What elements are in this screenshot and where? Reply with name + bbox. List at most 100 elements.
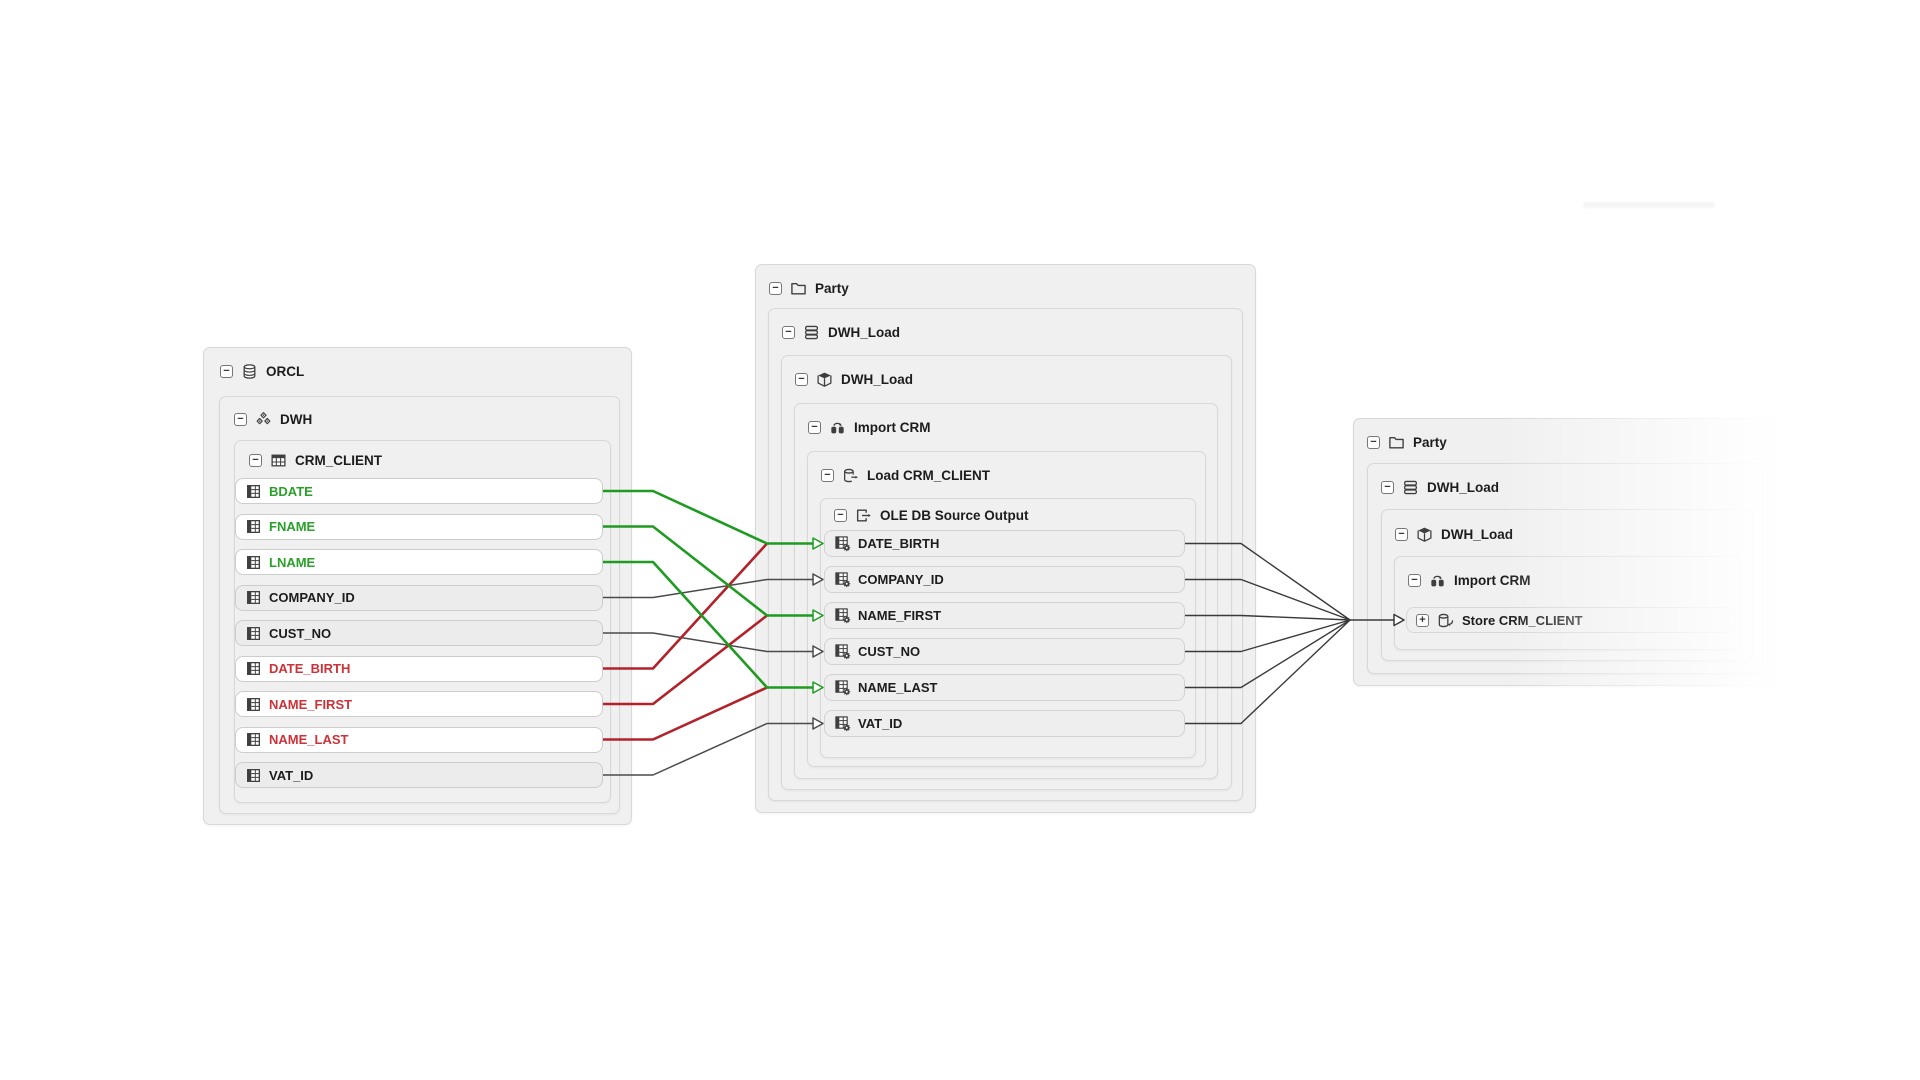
column-label: CUST_NO: [858, 644, 921, 659]
header-crm-client[interactable]: − CRM_CLIENT: [249, 447, 382, 473]
ole-db-source-output-columns: DATE_BIRTH COMPANY_ID NAME_FIRST CUST_NO NAM…: [824, 530, 1185, 746]
collapse-box-ole-db-source-output[interactable]: −: [834, 508, 847, 522]
header-import-crm-middle[interactable]: − Import CRM: [808, 414, 931, 440]
panel-dwh: − DWH − CRM_CLIENT BDATE FNAME LNAME COMPAN…: [219, 396, 620, 814]
box-out-icon: [855, 507, 872, 524]
dataflow-icon: [1429, 572, 1446, 589]
dataflow-icon: [829, 419, 846, 436]
column-row-lname[interactable]: LNAME: [235, 549, 603, 575]
label-dwh-load-package-right: DWH_Load: [1441, 526, 1513, 542]
label-party-right: Party: [1413, 434, 1447, 450]
column-label: DATE_BIRTH: [858, 536, 940, 551]
column-row-name_last[interactable]: NAME_LAST: [235, 726, 603, 753]
column-gear-icon: [834, 679, 851, 696]
column-row-cust_no[interactable]: CUST_NO: [824, 638, 1185, 665]
column-row-vat_id[interactable]: VAT_ID: [235, 762, 603, 788]
column-row-company_id[interactable]: COMPANY_ID: [824, 566, 1185, 593]
column-gear-icon: [834, 643, 851, 660]
column-label: CUST_NO: [269, 625, 332, 641]
column-gear-icon: [834, 715, 851, 732]
column-label: VAT_ID: [858, 716, 903, 731]
stack-icon: [803, 324, 820, 341]
header-party-right[interactable]: − Party: [1367, 429, 1447, 455]
column-label: NAME_LAST: [858, 680, 938, 695]
header-dwh-load-file-right[interactable]: − DWH_Load: [1381, 474, 1499, 500]
header-load-crm-client[interactable]: − Load CRM_CLIENT: [821, 462, 990, 488]
header-dwh-load-package-middle[interactable]: − DWH_Load: [795, 366, 913, 392]
database-in-icon: [1437, 612, 1454, 629]
column-row-date_birth[interactable]: DATE_BIRTH: [235, 655, 603, 682]
header-dwh-load-package-right[interactable]: − DWH_Load: [1395, 521, 1513, 547]
panel-dwh-load-file-middle: − DWH_Load − DWH_Load − Import CRM: [768, 308, 1243, 801]
column-row-fname[interactable]: FNAME: [235, 513, 603, 540]
package-icon: [1416, 526, 1433, 543]
collapse-box-crm-client[interactable]: −: [249, 453, 262, 467]
label-ole-db-source-output: OLE DB Source Output: [880, 507, 1029, 523]
label-orcl: ORCL: [266, 363, 305, 379]
column-icon: [245, 589, 262, 606]
panel-party-middle: − Party − DWH_Load − DWH_Load −: [755, 264, 1256, 813]
column-label: NAME_LAST: [269, 732, 349, 747]
folder-icon: [1388, 434, 1405, 451]
label-dwh-load-file-right: DWH_Load: [1427, 479, 1499, 495]
column-row-date_birth[interactable]: DATE_BIRTH: [824, 530, 1185, 557]
column-label: LNAME: [269, 554, 316, 570]
collapse-box-dwh-load-package-right[interactable]: −: [1395, 527, 1408, 541]
label-crm-client: CRM_CLIENT: [295, 452, 382, 468]
panel-load-crm-client: − Load CRM_CLIENT − OLE DB Source Output…: [807, 451, 1206, 767]
collapse-box-party-middle[interactable]: −: [769, 281, 782, 295]
label-dwh: DWH: [280, 411, 313, 427]
header-dwh[interactable]: − DWH: [234, 406, 312, 432]
column-row-name_first[interactable]: NAME_FIRST: [824, 602, 1185, 629]
column-row-name_first[interactable]: NAME_FIRST: [235, 691, 603, 717]
header-ole-db-source-output[interactable]: − OLE DB Source Output: [834, 502, 1029, 528]
panel-import-crm-middle: − Import CRM − Load CRM_CLIENT −: [794, 403, 1218, 779]
column-row-name_last[interactable]: NAME_LAST: [824, 674, 1185, 701]
column-icon: [245, 518, 262, 535]
column-label: NAME_FIRST: [269, 696, 353, 712]
table-icon: [270, 452, 287, 469]
collapse-box-dwh-load-package-middle[interactable]: −: [795, 372, 808, 386]
database-out-icon: [842, 467, 859, 484]
header-party-middle[interactable]: − Party: [769, 275, 849, 301]
panel-dwh-load-package-middle: − DWH_Load − Import CRM − Load CRM_: [781, 355, 1232, 790]
label-party-middle: Party: [815, 280, 849, 296]
collapse-box-party-right[interactable]: −: [1367, 435, 1380, 449]
column-icon: [245, 483, 262, 500]
collapse-box-import-crm-right[interactable]: −: [1408, 573, 1421, 587]
column-icon: [245, 696, 262, 713]
collapse-box-orcl[interactable]: −: [220, 364, 233, 378]
panel-orcl: − ORCL − DWH − CRM_CLIENT BDATE FNAME LNAM…: [203, 347, 632, 825]
column-label: COMPANY_ID: [858, 572, 944, 587]
label-load-crm-client: Load CRM_CLIENT: [867, 467, 990, 483]
crm-client-columns: BDATE FNAME LNAME COMPANY_ID CUST_NO DATE_BIR…: [235, 478, 603, 798]
label-dwh-load-file-middle: DWH_Load: [828, 324, 900, 340]
collapse-box-import-crm-middle[interactable]: −: [808, 420, 821, 434]
panel-crm-client: − CRM_CLIENT BDATE FNAME LNAME COMPANY_ID CU…: [234, 440, 611, 803]
column-icon: [245, 731, 262, 748]
collapse-box-dwh[interactable]: −: [234, 412, 247, 426]
header-orcl[interactable]: − ORCL: [220, 358, 304, 384]
column-label: NAME_FIRST: [858, 608, 942, 623]
column-row-company_id[interactable]: COMPANY_ID: [235, 584, 603, 611]
database-icon: [241, 363, 258, 380]
column-row-cust_no[interactable]: CUST_NO: [235, 620, 603, 646]
column-row-bdate[interactable]: BDATE: [235, 478, 603, 504]
column-row-vat_id[interactable]: VAT_ID: [824, 710, 1185, 737]
collapse-box-dwh-load-file-middle[interactable]: −: [782, 325, 795, 339]
folder-icon: [790, 280, 807, 297]
collapse-box-dwh-load-file-right[interactable]: −: [1381, 480, 1394, 494]
fade-out-overlay: [1500, 396, 1920, 706]
expand-box-store-crm-client[interactable]: +: [1416, 613, 1429, 627]
collapse-box-load-crm-client[interactable]: −: [821, 468, 834, 482]
column-label: VAT_ID: [269, 767, 314, 783]
header-dwh-load-file-middle[interactable]: − DWH_Load: [782, 319, 900, 345]
column-label: FNAME: [269, 519, 316, 534]
column-gear-icon: [834, 607, 851, 624]
column-label: DATE_BIRTH: [269, 661, 351, 676]
column-icon: [245, 660, 262, 677]
column-icon: [245, 554, 262, 571]
stack-icon: [1402, 479, 1419, 496]
column-label: COMPANY_ID: [269, 590, 355, 605]
